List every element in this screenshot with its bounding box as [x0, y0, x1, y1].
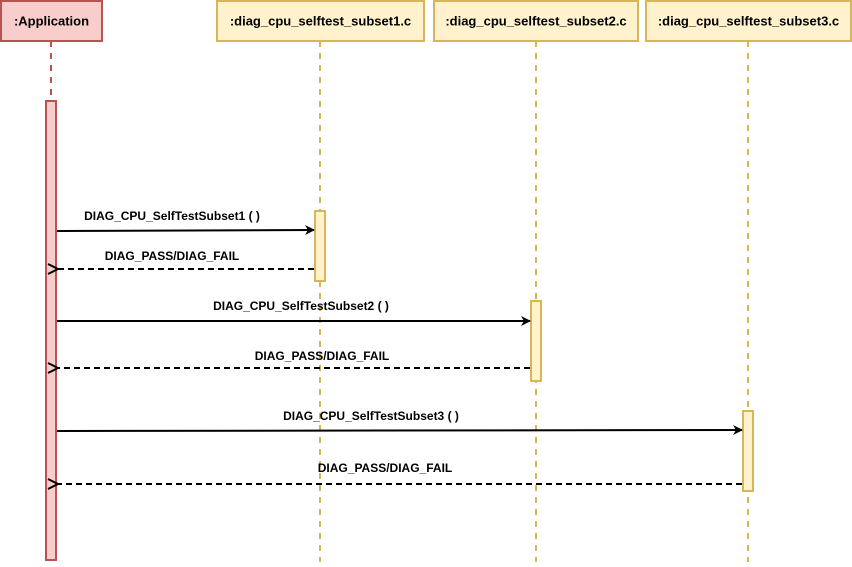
message-return-subset3[interactable]: DIAG_PASS/DIAG_FAIL — [58, 461, 742, 484]
message-return-subset2[interactable]: DIAG_PASS/DIAG_FAIL — [58, 349, 530, 368]
participant-subset2[interactable]: :diag_cpu_selftest_subset2.c — [433, 0, 639, 42]
activation-subset2 — [530, 300, 542, 382]
activation-subset1 — [314, 210, 326, 282]
message-call-subset1[interactable]: DIAG_CPU_SelfTestSubset1 ( ) — [56, 209, 315, 236]
participant-application[interactable]: :Application — [0, 0, 103, 42]
activation-application — [45, 100, 57, 561]
participant-label: :Application — [14, 14, 89, 29]
message-call-subset2[interactable]: DIAG_CPU_SelfTestSubset2 ( ) — [57, 299, 531, 326]
message-label: DIAG_CPU_SelfTestSubset3 ( ) — [283, 409, 459, 423]
participant-label: :diag_cpu_selftest_subset1.c — [230, 14, 411, 29]
message-label: DIAG_PASS/DIAG_FAIL — [105, 249, 239, 263]
message-label: DIAG_PASS/DIAG_FAIL — [318, 461, 452, 475]
message-return-subset1[interactable]: DIAG_PASS/DIAG_FAIL — [58, 249, 314, 269]
participant-label: :diag_cpu_selftest_subset3.c — [658, 14, 839, 29]
participant-subset1[interactable]: :diag_cpu_selftest_subset1.c — [216, 0, 425, 42]
message-label: DIAG_CPU_SelfTestSubset1 ( ) — [84, 209, 260, 223]
message-label: DIAG_CPU_SelfTestSubset2 ( ) — [213, 299, 389, 313]
activation-subset3 — [742, 410, 754, 492]
participant-label: :diag_cpu_selftest_subset2.c — [445, 14, 626, 29]
message-label: DIAG_PASS/DIAG_FAIL — [255, 349, 389, 363]
participant-subset3[interactable]: :diag_cpu_selftest_subset3.c — [645, 0, 852, 42]
message-call-subset3[interactable]: DIAG_CPU_SelfTestSubset3 ( ) — [56, 409, 743, 436]
